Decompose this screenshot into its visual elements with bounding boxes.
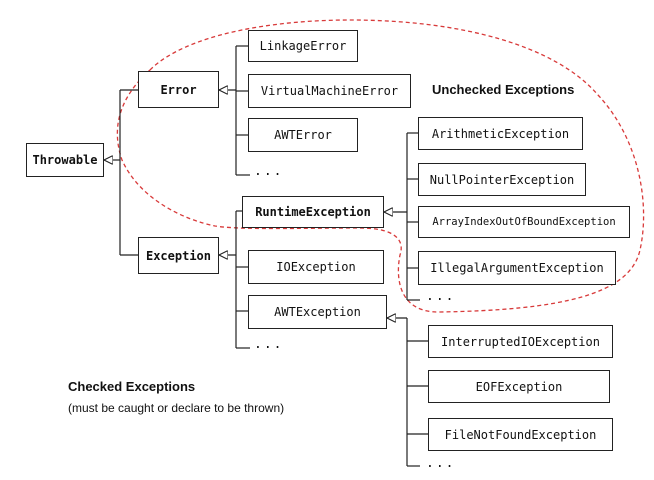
linkage-error-box: LinkageError <box>248 30 358 62</box>
eof-exception-box: EOFException <box>428 370 610 403</box>
runtime-exception-box: RuntimeException <box>242 196 384 228</box>
error-more-dots: ... <box>254 164 284 179</box>
unchecked-exceptions-label: Unchecked Exceptions <box>432 82 575 97</box>
io-more-dots: ... <box>426 456 456 471</box>
awt-exception-box: AWTException <box>248 295 387 329</box>
file-not-found-exception-box: FileNotFoundException <box>428 418 613 451</box>
arithmetic-exception-box: ArithmeticException <box>418 117 583 150</box>
exception-box: Exception <box>138 237 219 274</box>
illegal-argument-exception-box: IllegalArgumentException <box>418 251 616 285</box>
awt-error-box: AWTError <box>248 118 358 152</box>
throwable-box: Throwable <box>26 143 104 177</box>
io-exception-box: IOException <box>248 250 384 284</box>
checked-exceptions-note: (must be caught or declare to be thrown) <box>68 401 285 415</box>
error-box: Error <box>138 71 219 108</box>
null-pointer-exception-box: NullPointerException <box>418 163 586 196</box>
interrupted-io-exception-box: InterruptedIOException <box>428 325 613 358</box>
runtime-more-dots: ... <box>426 289 456 304</box>
array-index-out-of-bound-exception-box: ArrayIndexOutOfBoundException <box>418 206 630 238</box>
exception-more-dots: ... <box>254 337 284 352</box>
virtual-machine-error-box: VirtualMachineError <box>248 74 411 108</box>
checked-exceptions-title: Checked Exceptions <box>68 379 196 394</box>
